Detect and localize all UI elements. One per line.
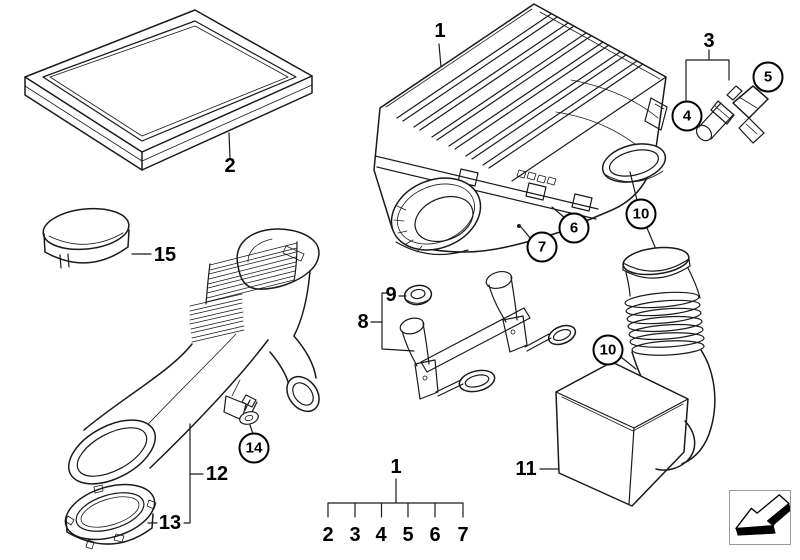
cover-cap-drawing xyxy=(42,207,152,269)
callout-2-filter-element[interactable]: 2 xyxy=(224,155,236,177)
intake-duct-drawing xyxy=(67,228,320,485)
callout-leader-lines xyxy=(147,43,730,524)
intake-silencer-housing-drawing xyxy=(373,3,668,256)
callout-3-sensor-group[interactable]: 3 xyxy=(703,30,715,52)
legend-child-number-2[interactable]: 2 xyxy=(322,524,334,546)
bracket-grommet-drawing xyxy=(399,270,577,400)
callout-circle-14[interactable]: 14 xyxy=(238,432,270,464)
callout-13-sealing-ring[interactable]: 13 xyxy=(158,512,182,534)
callout-1-housing[interactable]: 1 xyxy=(434,20,446,42)
legend-child-number-4[interactable]: 4 xyxy=(375,524,387,546)
legend-child-number-3[interactable]: 3 xyxy=(349,524,361,546)
callout-12-intake-duct[interactable]: 12 xyxy=(205,463,229,485)
callout-9-grommet[interactable]: 9 xyxy=(385,284,397,306)
corrugated-hose-drawing xyxy=(622,246,716,465)
callout-circle-4[interactable]: 4 xyxy=(671,100,703,132)
housing-inlet-opening xyxy=(390,177,482,251)
screw-drawing xyxy=(239,394,259,425)
legend-child-number-5[interactable]: 5 xyxy=(402,524,414,546)
callout-15-cap[interactable]: 15 xyxy=(153,244,177,266)
travel-direction-indicator xyxy=(729,490,791,545)
callout-circle-10-lower[interactable]: 10 xyxy=(592,334,624,366)
callout-11-resonator[interactable]: 11 xyxy=(515,458,537,480)
travel-direction-arrow-icon xyxy=(735,494,790,536)
callout-circle-7[interactable]: 7 xyxy=(526,231,558,263)
callout-circle-10-upper[interactable]: 10 xyxy=(625,198,657,230)
legend-parent-number[interactable]: 1 xyxy=(390,456,402,478)
housing-outlet-port xyxy=(601,143,667,183)
maf-sensor-drawing xyxy=(695,85,769,144)
callout-circle-5[interactable]: 5 xyxy=(752,61,784,93)
legend-child-number-7[interactable]: 7 xyxy=(457,524,469,546)
sealing-ring-drawing xyxy=(64,483,157,550)
resonator-box-drawing xyxy=(555,361,696,507)
callout-8-bracket[interactable]: 8 xyxy=(357,311,369,333)
legend-tree-lines xyxy=(327,478,464,518)
filter-element-drawing xyxy=(24,9,313,171)
callout-circle-6[interactable]: 6 xyxy=(558,212,590,244)
legend-child-number-6[interactable]: 6 xyxy=(429,524,441,546)
